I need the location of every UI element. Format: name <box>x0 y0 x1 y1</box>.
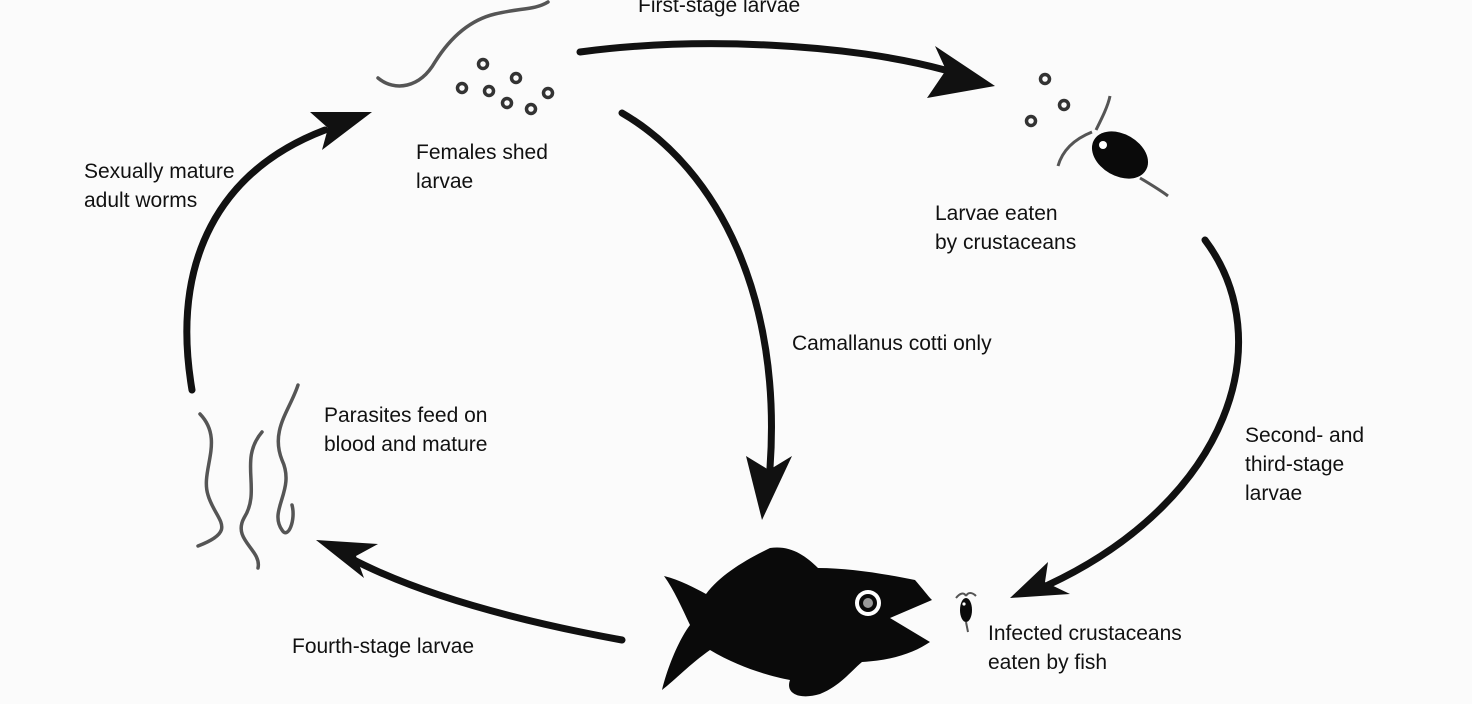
arrowhead-fourth-stage <box>316 540 378 578</box>
larvae-dots-icon <box>455 57 555 116</box>
label-camallanus-text: Camallanus cotti only <box>792 332 992 355</box>
arrow-adult-worms <box>183 126 329 394</box>
label-first-stage-larvae: First-stage larvae <box>638 0 800 20</box>
worm-icon <box>376 0 550 88</box>
label-larvae-eaten-line1: Larvae eaten <box>935 202 1058 225</box>
arrowhead-camallanus <box>746 456 792 520</box>
label-second-third-line2: third-stage <box>1245 453 1345 476</box>
arrowhead-first-stage <box>927 46 995 98</box>
arrow-second-third-stage <box>1044 236 1243 589</box>
small-copepod-icon <box>955 592 977 633</box>
label-adult-worms-line1: Sexually mature <box>84 160 235 183</box>
arrows <box>183 40 1243 644</box>
label-infected-line2: eaten by fish <box>988 651 1108 674</box>
label-females-shed-larvae: Females shed larvae <box>416 138 548 196</box>
label-infected-crustaceans: Infected crustaceans eaten by fish <box>988 619 1182 677</box>
arrowheads <box>310 46 1070 598</box>
arrow-first-stage <box>576 40 949 74</box>
worm-cluster-icon <box>196 383 300 570</box>
label-larvae-eaten-line2: by crustaceans <box>935 231 1077 254</box>
larvae-dots-near-copepod-icon <box>1024 72 1071 128</box>
arrowhead-second-third-stage <box>1010 562 1070 598</box>
arrow-fourth-stage <box>346 554 626 644</box>
label-sexually-mature-adult-worms: Sexually mature adult worms <box>84 157 235 215</box>
label-females-shed-line2: larvae <box>416 170 474 193</box>
label-parasites-feed: Parasites feed on blood and mature <box>324 401 487 459</box>
copepod-icon <box>1056 95 1169 198</box>
label-larvae-eaten-by-crustaceans: Larvae eaten by crustaceans <box>935 199 1076 257</box>
label-parasites-feed-line1: Parasites feed on <box>324 404 488 427</box>
label-second-third-line1: Second- and <box>1245 424 1365 447</box>
label-first-stage-text: First-stage larvae <box>638 0 801 17</box>
fish-icon <box>662 547 932 697</box>
label-infected-line1: Infected crustaceans <box>988 622 1182 645</box>
label-fourth-stage-text: Fourth-stage larvae <box>292 635 475 658</box>
label-second-third-line3: larvae <box>1245 482 1303 505</box>
arrowhead-adult-worms <box>310 112 372 150</box>
label-parasites-feed-line2: blood and mature <box>324 433 488 456</box>
label-camallanus-cotti-only: Camallanus cotti only <box>792 329 992 358</box>
label-fourth-stage-larvae: Fourth-stage larvae <box>292 632 474 661</box>
arrow-camallanus <box>618 109 775 472</box>
label-females-shed-line1: Females shed <box>416 141 548 164</box>
label-adult-worms-line2: adult worms <box>84 189 198 212</box>
label-second-third-stage-larvae: Second- and third-stage larvae <box>1245 421 1364 508</box>
